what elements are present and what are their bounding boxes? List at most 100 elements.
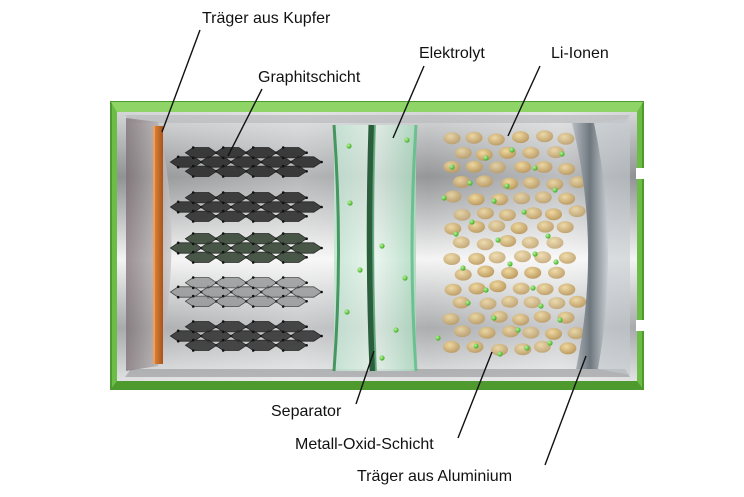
label-elektrolyt: Elektrolyt bbox=[419, 45, 485, 62]
graphite-atom bbox=[251, 164, 255, 168]
graphite-atom bbox=[305, 325, 308, 329]
graphite-atom bbox=[176, 329, 180, 333]
li-ion bbox=[504, 183, 510, 189]
graphite-atom bbox=[251, 156, 255, 160]
metal-oxide-particle bbox=[467, 193, 485, 206]
graphite-atom bbox=[281, 330, 285, 334]
graphite-atom bbox=[281, 146, 285, 149]
metal-oxide-particle bbox=[477, 265, 495, 278]
metal-oxide-particle bbox=[443, 253, 461, 265]
graphite-atom bbox=[191, 201, 195, 205]
metal-oxide-particle-group bbox=[442, 130, 587, 356]
graphite-atom bbox=[221, 250, 225, 254]
li-ion bbox=[547, 340, 553, 346]
graphite-hexagon bbox=[289, 201, 323, 213]
graphite-sheet bbox=[169, 232, 323, 264]
metal-oxide-particle bbox=[510, 222, 528, 235]
metal-oxide-particle bbox=[468, 312, 486, 325]
graphite-hexagon bbox=[274, 321, 308, 333]
graphite-atom bbox=[305, 215, 308, 218]
graphite-atom bbox=[251, 220, 255, 223]
graphite-sheet bbox=[169, 276, 323, 308]
li-ion bbox=[441, 195, 447, 201]
graphite-atom bbox=[281, 209, 285, 213]
li-ion bbox=[435, 335, 441, 341]
metal-oxide-particle bbox=[444, 222, 462, 235]
li-ion bbox=[344, 309, 350, 315]
graphite-layer-group bbox=[169, 146, 323, 352]
graphite-atom bbox=[251, 330, 255, 334]
graphite-hexagon bbox=[274, 192, 308, 204]
graphite-atom bbox=[191, 320, 195, 323]
graphite-hexagon bbox=[274, 210, 308, 222]
graphite-atom bbox=[305, 237, 308, 240]
graphite-atom bbox=[281, 250, 285, 254]
metal-oxide-particle bbox=[453, 208, 471, 221]
metal-oxide-particle bbox=[501, 295, 519, 308]
aluminium-current-collector bbox=[572, 118, 630, 375]
graphite-hexagon bbox=[184, 251, 218, 263]
graphite-atom bbox=[221, 156, 225, 160]
li-ion-particle-group bbox=[344, 137, 565, 361]
metal-oxide-particle bbox=[444, 190, 462, 203]
metal-oxide-particle bbox=[548, 297, 566, 310]
graphite-hexagon bbox=[214, 192, 248, 204]
graphite-atom bbox=[191, 305, 195, 308]
li-ion bbox=[483, 155, 489, 161]
li-ion bbox=[357, 267, 363, 273]
graphite-atom bbox=[320, 290, 323, 294]
graphite-hexagon bbox=[244, 321, 278, 333]
li-ion bbox=[509, 147, 515, 153]
graphite-atom bbox=[320, 334, 323, 338]
graphite-hexagon bbox=[289, 330, 323, 342]
graphite-hexagon bbox=[244, 339, 278, 351]
li-ion bbox=[507, 261, 513, 267]
metal-oxide-particle bbox=[468, 282, 486, 295]
li-ion bbox=[404, 137, 410, 143]
graphite-atom bbox=[176, 295, 180, 299]
graphite-atom bbox=[176, 210, 180, 214]
graphite-hexagon bbox=[214, 251, 248, 263]
graphite-hexagon bbox=[289, 242, 323, 254]
graphite-atom bbox=[281, 220, 285, 223]
graphite-hexagon bbox=[214, 295, 248, 307]
graphite-atom bbox=[191, 349, 195, 352]
label-li-ionen: Li-Ionen bbox=[551, 45, 609, 62]
graphite-hexagon bbox=[184, 277, 218, 289]
graphite-atom bbox=[281, 175, 285, 178]
graphite-atom bbox=[281, 349, 285, 352]
graphite-hexagon bbox=[214, 277, 248, 289]
metal-oxide-particle bbox=[476, 207, 494, 220]
metal-oxide-particle bbox=[487, 133, 505, 146]
li-ion bbox=[379, 355, 385, 361]
metal-oxide-particle bbox=[558, 163, 576, 175]
li-ion bbox=[467, 180, 473, 186]
graphite-hexagon bbox=[289, 286, 323, 298]
graphite-hexagon bbox=[244, 147, 278, 159]
li-ion bbox=[497, 351, 503, 357]
graphite-atom bbox=[305, 151, 308, 154]
graphite-atom bbox=[221, 232, 225, 235]
leader-line-traeger-kupfer bbox=[161, 29, 201, 133]
li-ion bbox=[521, 209, 527, 215]
metal-oxide-particle bbox=[491, 343, 508, 356]
graphite-atom bbox=[305, 344, 308, 347]
graphite-hexagon bbox=[214, 165, 248, 177]
li-ion bbox=[515, 327, 521, 333]
metal-oxide-particle bbox=[478, 326, 496, 339]
metal-oxide-particle bbox=[499, 235, 517, 247]
metal-oxide-particle bbox=[567, 327, 585, 340]
graphite-atom bbox=[221, 338, 225, 342]
graphite-atom bbox=[221, 146, 225, 149]
metal-oxide-particle bbox=[454, 146, 472, 159]
graphite-hexagon bbox=[244, 233, 278, 245]
metal-oxide-particle bbox=[475, 175, 493, 188]
graphite-atom bbox=[251, 294, 255, 298]
metal-oxide-particle bbox=[534, 191, 552, 204]
graphite-atom bbox=[221, 220, 225, 223]
li-ion bbox=[532, 165, 538, 171]
label-separator: Separator bbox=[271, 403, 342, 420]
graphite-hexagon bbox=[274, 251, 308, 263]
graphite-atom bbox=[191, 250, 195, 254]
li-ion bbox=[473, 343, 479, 349]
